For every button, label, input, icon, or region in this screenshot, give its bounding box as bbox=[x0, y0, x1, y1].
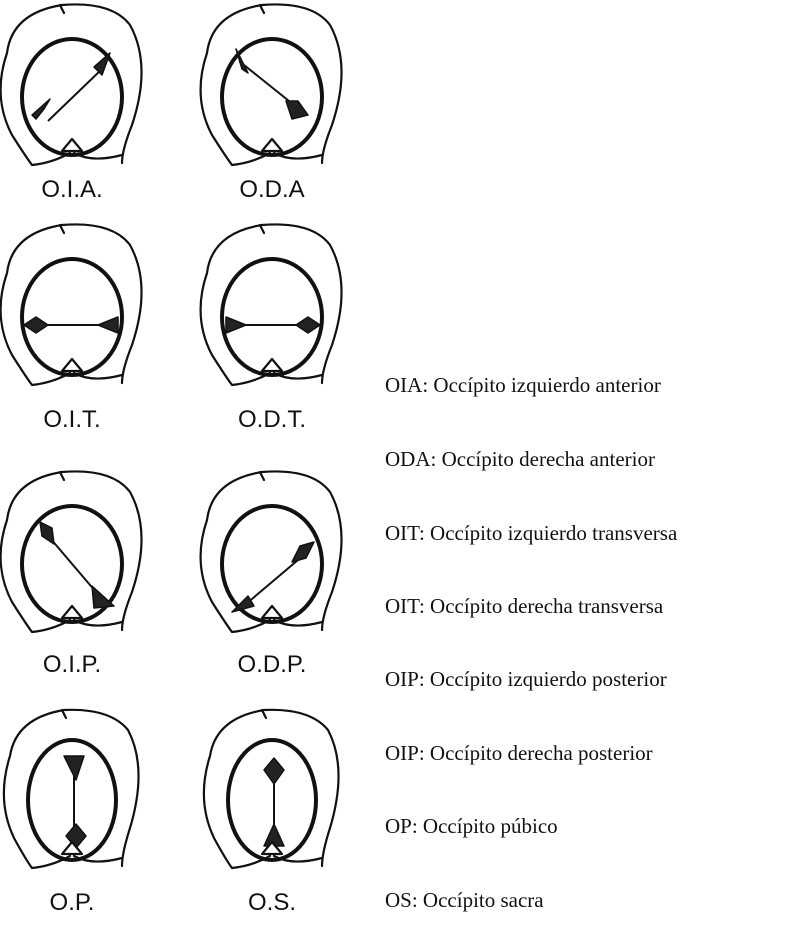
legend: OIA: Occípito izquierdo anterior ODA: Oc… bbox=[385, 373, 678, 912]
legend-item: OIP: Occípito derecha posterior bbox=[385, 741, 653, 765]
posterior-fontanelle-icon bbox=[24, 317, 48, 333]
posterior-fontanelle-icon bbox=[264, 758, 284, 784]
anterior-fontanelle-icon bbox=[94, 53, 110, 75]
pubis-triangle-icon bbox=[262, 359, 282, 371]
sagittal-suture bbox=[246, 560, 298, 604]
pubis-triangle-icon bbox=[62, 359, 82, 371]
position-os: O.S. bbox=[204, 710, 339, 916]
anterior-fontanelle-icon bbox=[64, 756, 84, 780]
legend-item: OP: Occípito púbico bbox=[385, 814, 558, 838]
position-oit: O.I.T. bbox=[1, 224, 142, 433]
posterior-fontanelle-icon bbox=[40, 522, 54, 544]
posterior-fontanelle-icon bbox=[286, 101, 308, 119]
diagram-label: O.P. bbox=[50, 889, 95, 916]
pubis-triangle-icon bbox=[62, 139, 82, 151]
legend-item: OIP: Occípito izquierdo posterior bbox=[385, 667, 667, 691]
pubis-triangle-icon bbox=[262, 139, 282, 151]
fetal-head bbox=[222, 39, 322, 155]
legend-item: OS: Occípito sacra bbox=[385, 888, 544, 912]
posterior-fontanelle-icon bbox=[292, 542, 314, 562]
legend-item: OIT: Occípito izquierdo transversa bbox=[385, 521, 678, 545]
posterior-fontanelle-icon bbox=[32, 99, 50, 119]
diagram-label: O.I.A. bbox=[41, 176, 102, 203]
anterior-fontanelle-icon bbox=[98, 317, 118, 333]
legend-item: ODA: Occípito derecha anterior bbox=[385, 447, 655, 471]
pubis-triangle-icon bbox=[262, 606, 282, 618]
position-oia: O.I.A. bbox=[1, 4, 142, 203]
legend-item: OIA: Occípito izquierdo anterior bbox=[385, 373, 661, 397]
anterior-fontanelle-icon bbox=[92, 586, 114, 608]
diagram-label: O.I.P. bbox=[43, 651, 101, 678]
fetal-head bbox=[222, 506, 322, 622]
pubis-triangle-icon bbox=[62, 606, 82, 618]
position-oip: O.I.P. bbox=[1, 471, 142, 678]
position-odp: O.D.P. bbox=[201, 471, 342, 678]
diagram-label: O.S. bbox=[248, 889, 296, 916]
anterior-fontanelle-icon bbox=[226, 317, 246, 333]
diagram-label: O.D.P. bbox=[238, 651, 307, 678]
position-oda: O.D.A bbox=[201, 4, 342, 203]
diagram-label: O.D.A bbox=[239, 176, 304, 203]
sagittal-suture bbox=[48, 69, 102, 121]
sagittal-suture bbox=[50, 538, 96, 592]
diagram-label: O.D.T. bbox=[238, 406, 306, 433]
posterior-fontanelle-icon bbox=[296, 317, 320, 333]
sagittal-suture bbox=[244, 65, 294, 105]
diagram-label: O.I.T. bbox=[43, 406, 100, 433]
position-op: O.P. bbox=[4, 710, 139, 916]
legend-item: OIT: Occípito derecha transversa bbox=[385, 594, 664, 618]
position-odt: O.D.T. bbox=[201, 224, 342, 433]
